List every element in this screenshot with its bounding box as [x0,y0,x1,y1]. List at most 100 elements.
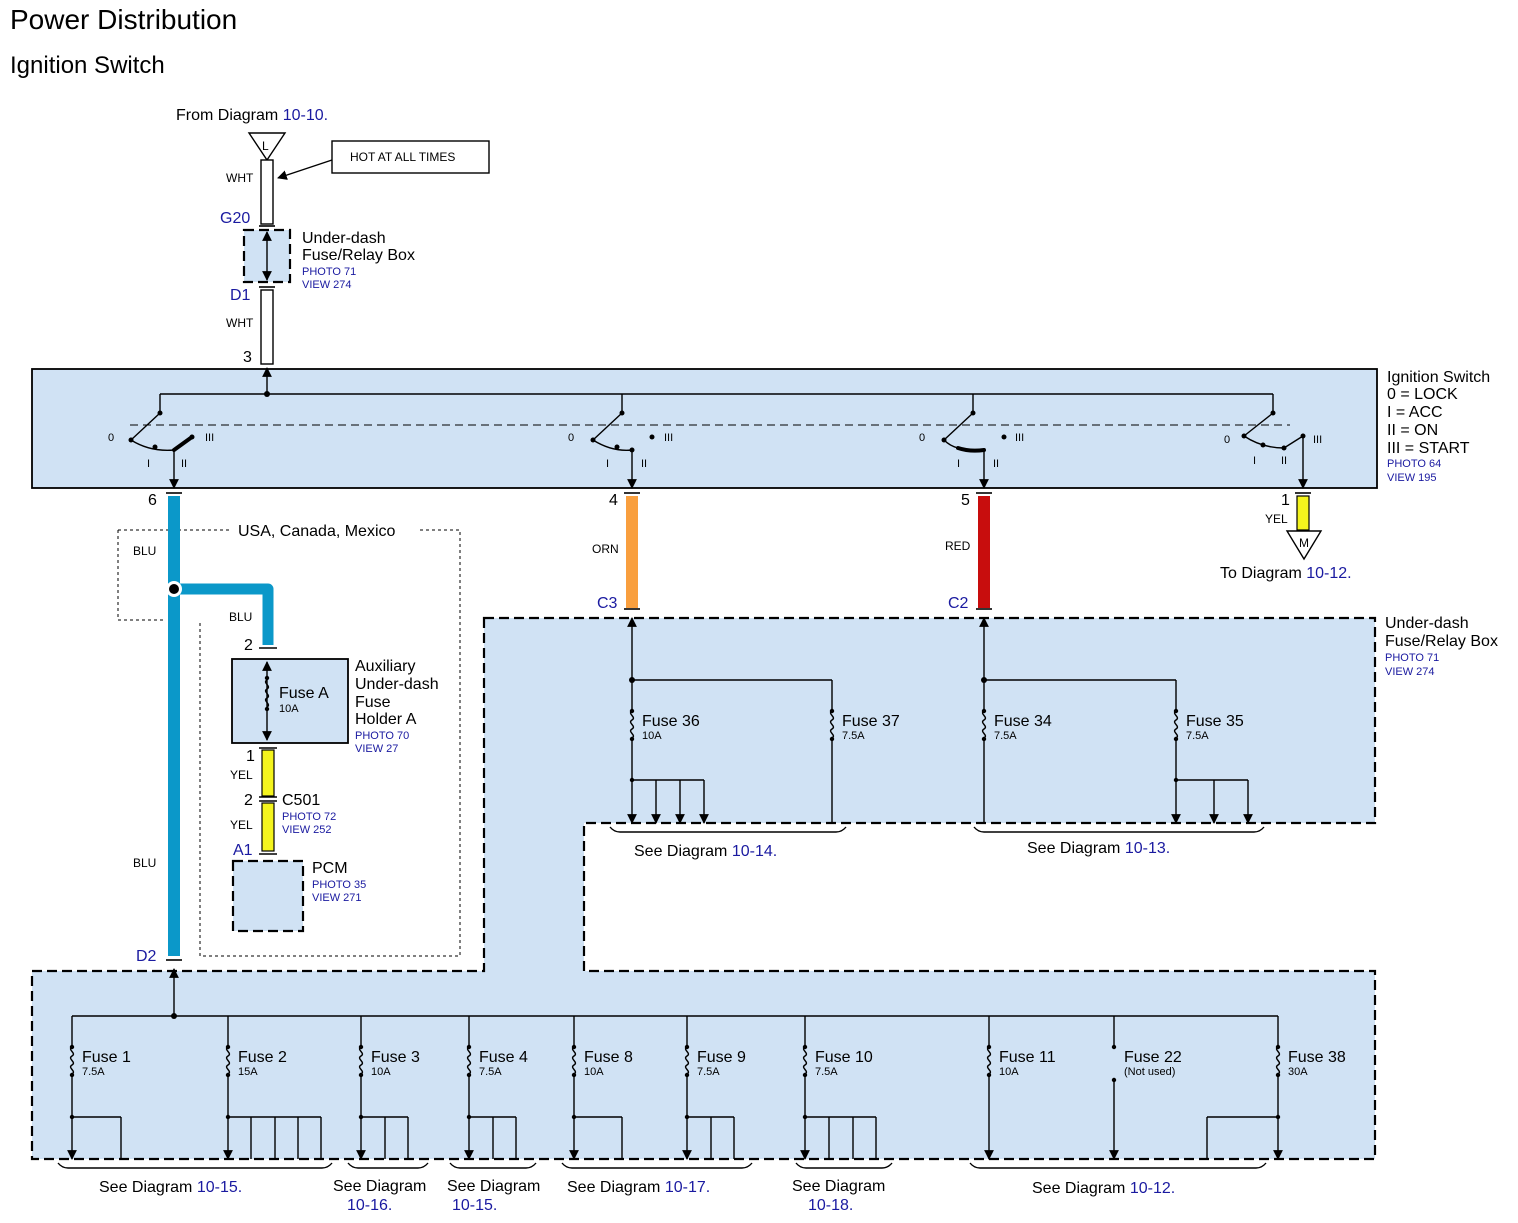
pcm-name: PCM [312,860,348,877]
aux-holder-title-3: Fuse [355,694,391,711]
ignition-pos-2: II = ON [1387,422,1438,439]
hot-note-box [331,140,490,174]
ignition-pos-1: I = ACC [1387,404,1443,421]
lower-ref-4[interactable]: See Diagram 10-17. [561,1162,753,1196]
lower-fuse-name-6: Fuse 9 [697,1049,746,1066]
svg-text:See Diagram: See Diagram [333,1178,426,1195]
ignition-switch-photo[interactable]: PHOTO 64 [1387,458,1441,470]
c501-name: C501 [282,792,320,809]
pin-1: 1 [1281,492,1290,509]
lower-fuse-box-view[interactable]: VIEW 274 [1385,666,1435,678]
upper-fuse-rating-4: 7.5A [1186,730,1209,742]
lower-fuse-name-9: Fuse 22 [1124,1049,1182,1066]
upper-fuse-box[interactable] [242,228,292,284]
ignition-switch-panel[interactable] [31,368,1378,489]
output-terminal [1285,530,1323,561]
wire-wht-bottom[interactable] [260,289,274,365]
upper-fuse-2: Fuse 377.5A [829,680,900,823]
svg-text:0: 0 [919,432,925,444]
switch-section-3: 0 I II III [919,394,1024,489]
aux-holder-view[interactable]: VIEW 27 [355,743,398,755]
svg-text:See Diagram: See Diagram [447,1178,540,1195]
input-terminal-label: L [262,139,269,153]
connector-a1: A1 [233,842,253,859]
switch-section-1: 0 I II III [108,394,214,489]
svg-text:II: II [641,458,647,470]
svg-text:I: I [147,458,150,470]
upper-fuse-box-photo[interactable]: PHOTO 71 [302,266,356,278]
lower-fuse-box-title-1: Under-dash [1385,615,1469,632]
lower-fuse-box[interactable] [30,616,1377,1161]
svg-text:III: III [664,432,673,444]
connector-g20: G20 [220,210,250,227]
lower-fuse-name-5: Fuse 8 [584,1049,633,1066]
lower-fuse-rating-10: 30A [1288,1066,1308,1078]
pin-3: 3 [243,349,252,366]
upper-fuse-name-2: Fuse 37 [842,713,900,730]
lower-fuse-rating-2: 15A [238,1066,258,1078]
wire-blu-label-2: BLU [229,610,252,624]
wire-wht-top[interactable] [260,159,274,225]
lower-fuse-rating-6: 7.5A [697,1066,720,1078]
pcm-box[interactable] [231,859,305,933]
aux-fuse-holder[interactable] [231,658,349,744]
wire-yel-1[interactable] [261,749,275,797]
connector-c3: C3 [597,595,618,612]
pcm-view[interactable]: VIEW 271 [312,892,362,904]
lower-fuse-rating-7: 7.5A [815,1066,838,1078]
lower-fuse-name-7: Fuse 10 [815,1049,873,1066]
lower-fuse-name-3: Fuse 3 [371,1049,420,1066]
lower-ref-1[interactable]: See Diagram 10-15. [57,1162,333,1196]
wire-yel-out[interactable] [1296,495,1310,531]
svg-text:0: 0 [568,432,574,444]
c501-photo[interactable]: PHOTO 72 [282,811,336,823]
upper-fuse-wiring [627,617,1176,683]
svg-text:III: III [205,432,214,444]
wire-blu-label-3: BLU [133,856,156,870]
lower-fuse-box-fill [32,618,1375,1159]
wire-wht-label-top: WHT [226,171,254,185]
wire-yel-2[interactable] [261,802,275,852]
lower-fuse-6: Fuse 97.5A [682,1016,746,1160]
blu-splice [169,584,179,594]
upper-fuse-name-1: Fuse 36 [642,713,700,730]
aux-holder-photo[interactable]: PHOTO 70 [355,730,409,742]
wire-red[interactable] [978,496,990,608]
wire-orn[interactable] [626,496,638,608]
svg-text:10-15.: 10-15. [452,1197,497,1214]
lower-ref-6[interactable]: See Diagram 10-12. [969,1162,1267,1197]
upper-fuse-3: Fuse 347.5A [981,680,1052,823]
lower-ref-3[interactable]: See Diagram 10-15. [447,1162,540,1214]
pin-1-aux: 1 [246,748,255,765]
lower-fuse-box-photo[interactable]: PHOTO 71 [1385,652,1439,664]
lower-fuse-rating-4: 7.5A [479,1066,502,1078]
svg-text:See Diagram 10-17.: See Diagram 10-17. [567,1179,710,1196]
upper-fuse-rating-3: 7.5A [994,730,1017,742]
upper-fuse-4: Fuse 357.5A [1171,680,1253,824]
switch-section-2: 0 I II III [568,394,673,489]
wire-blu-branch[interactable] [174,583,274,645]
fuse-a-symbol [264,679,270,708]
input-terminal [247,132,287,162]
upper-ref-2[interactable]: See Diagram 10-13. [973,826,1265,857]
pin-5: 5 [961,492,970,509]
upper-ref-1[interactable]: See Diagram 10-14. [609,826,847,860]
aux-holder-title-4: Holder A [355,711,417,728]
upper-fuse-rating-2: 7.5A [842,730,865,742]
output-terminal-label: M [1299,536,1309,550]
c501-view[interactable]: VIEW 252 [282,824,332,836]
wire-yel-out-label: YEL [1265,512,1288,526]
wire-blu-main[interactable] [168,496,180,956]
from-diagram-ref[interactable]: From Diagram 10-10. [176,107,328,124]
lower-fuse-9: Fuse 22(Not used) [1109,1016,1182,1160]
upper-fuse-box-view[interactable]: VIEW 274 [302,279,352,291]
hot-note: HOT AT ALL TIMES [350,150,455,164]
pcm-photo[interactable]: PHOTO 35 [312,879,366,891]
ignition-switch-view[interactable]: VIEW 195 [1387,472,1437,484]
to-diagram-ref[interactable]: To Diagram 10-12. [1220,565,1352,582]
